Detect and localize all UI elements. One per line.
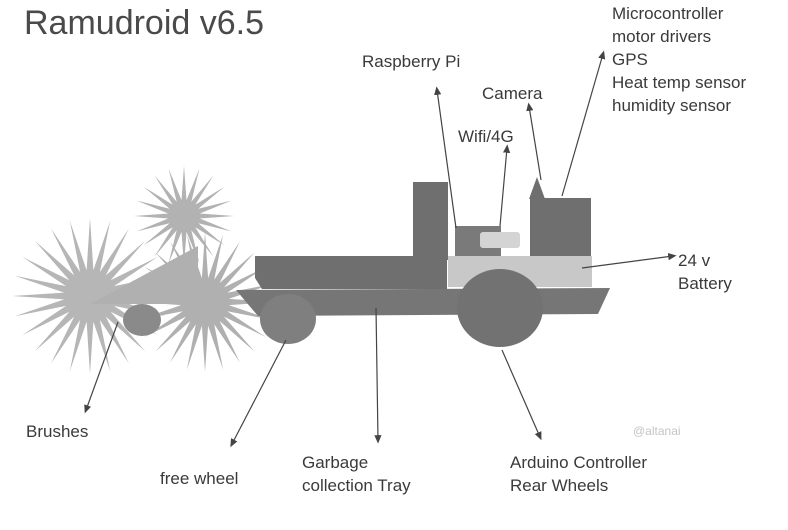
- camera-unit: [529, 177, 545, 199]
- brush-arm-triangle: [90, 246, 198, 304]
- label-line: collection Tray: [302, 476, 411, 495]
- brush-bristles: [12, 218, 168, 374]
- robot-body: [255, 256, 447, 289]
- wifi-module: [480, 232, 520, 248]
- brush-hub-wheel: [123, 304, 161, 336]
- pointer-brushes: [84, 321, 119, 414]
- microcontroller-box: [530, 198, 591, 256]
- pointer-wifi: [499, 144, 511, 227]
- label-arduino: Arduino Controller Rear Wheels: [510, 451, 647, 497]
- label-line: 24 v: [678, 251, 711, 270]
- front-block: [413, 182, 448, 260]
- label-wifi: Wifi/4G: [458, 127, 514, 146]
- label-line: Microcontroller: [612, 4, 724, 23]
- pointer-camera: [526, 102, 542, 181]
- label-line: motor drivers: [612, 27, 712, 46]
- pointer-microcontroller: [561, 50, 606, 197]
- label-line: Rear Wheels: [510, 476, 609, 495]
- label-tray: Garbage collection Tray: [302, 451, 411, 497]
- label-line: humidity sensor: [612, 96, 732, 115]
- pointer-arduino: [501, 349, 542, 441]
- watermark: @altanai: [633, 424, 681, 438]
- brush-star-left: [12, 218, 168, 374]
- label-brushes: Brushes: [26, 422, 89, 441]
- label-free-wheel: free wheel: [160, 469, 239, 488]
- brush-star-top: [134, 166, 234, 266]
- label-line: Garbage: [302, 453, 369, 472]
- label-line: Heat temp sensor: [612, 73, 747, 92]
- label-raspberry-pi: Raspberry Pi: [362, 52, 461, 71]
- pointer-battery: [581, 253, 677, 269]
- label-line: Arduino Controller: [510, 453, 648, 472]
- pointer-free-wheel: [230, 339, 287, 448]
- label-camera: Camera: [482, 84, 543, 103]
- pointer-tray: [374, 307, 382, 444]
- label-microcontroller: Microcontroller motor drivers GPS Heat t…: [612, 2, 746, 117]
- rear-wheel: [457, 269, 543, 347]
- diagram-title: Ramudroid v6.5: [24, 4, 265, 42]
- label-battery: 24 v Battery: [678, 249, 732, 295]
- label-line: GPS: [612, 50, 648, 69]
- pointer-raspberry-pi: [434, 86, 457, 229]
- label-line: Battery: [678, 274, 732, 293]
- free-wheel: [260, 294, 316, 344]
- brush-bristles: [134, 166, 234, 266]
